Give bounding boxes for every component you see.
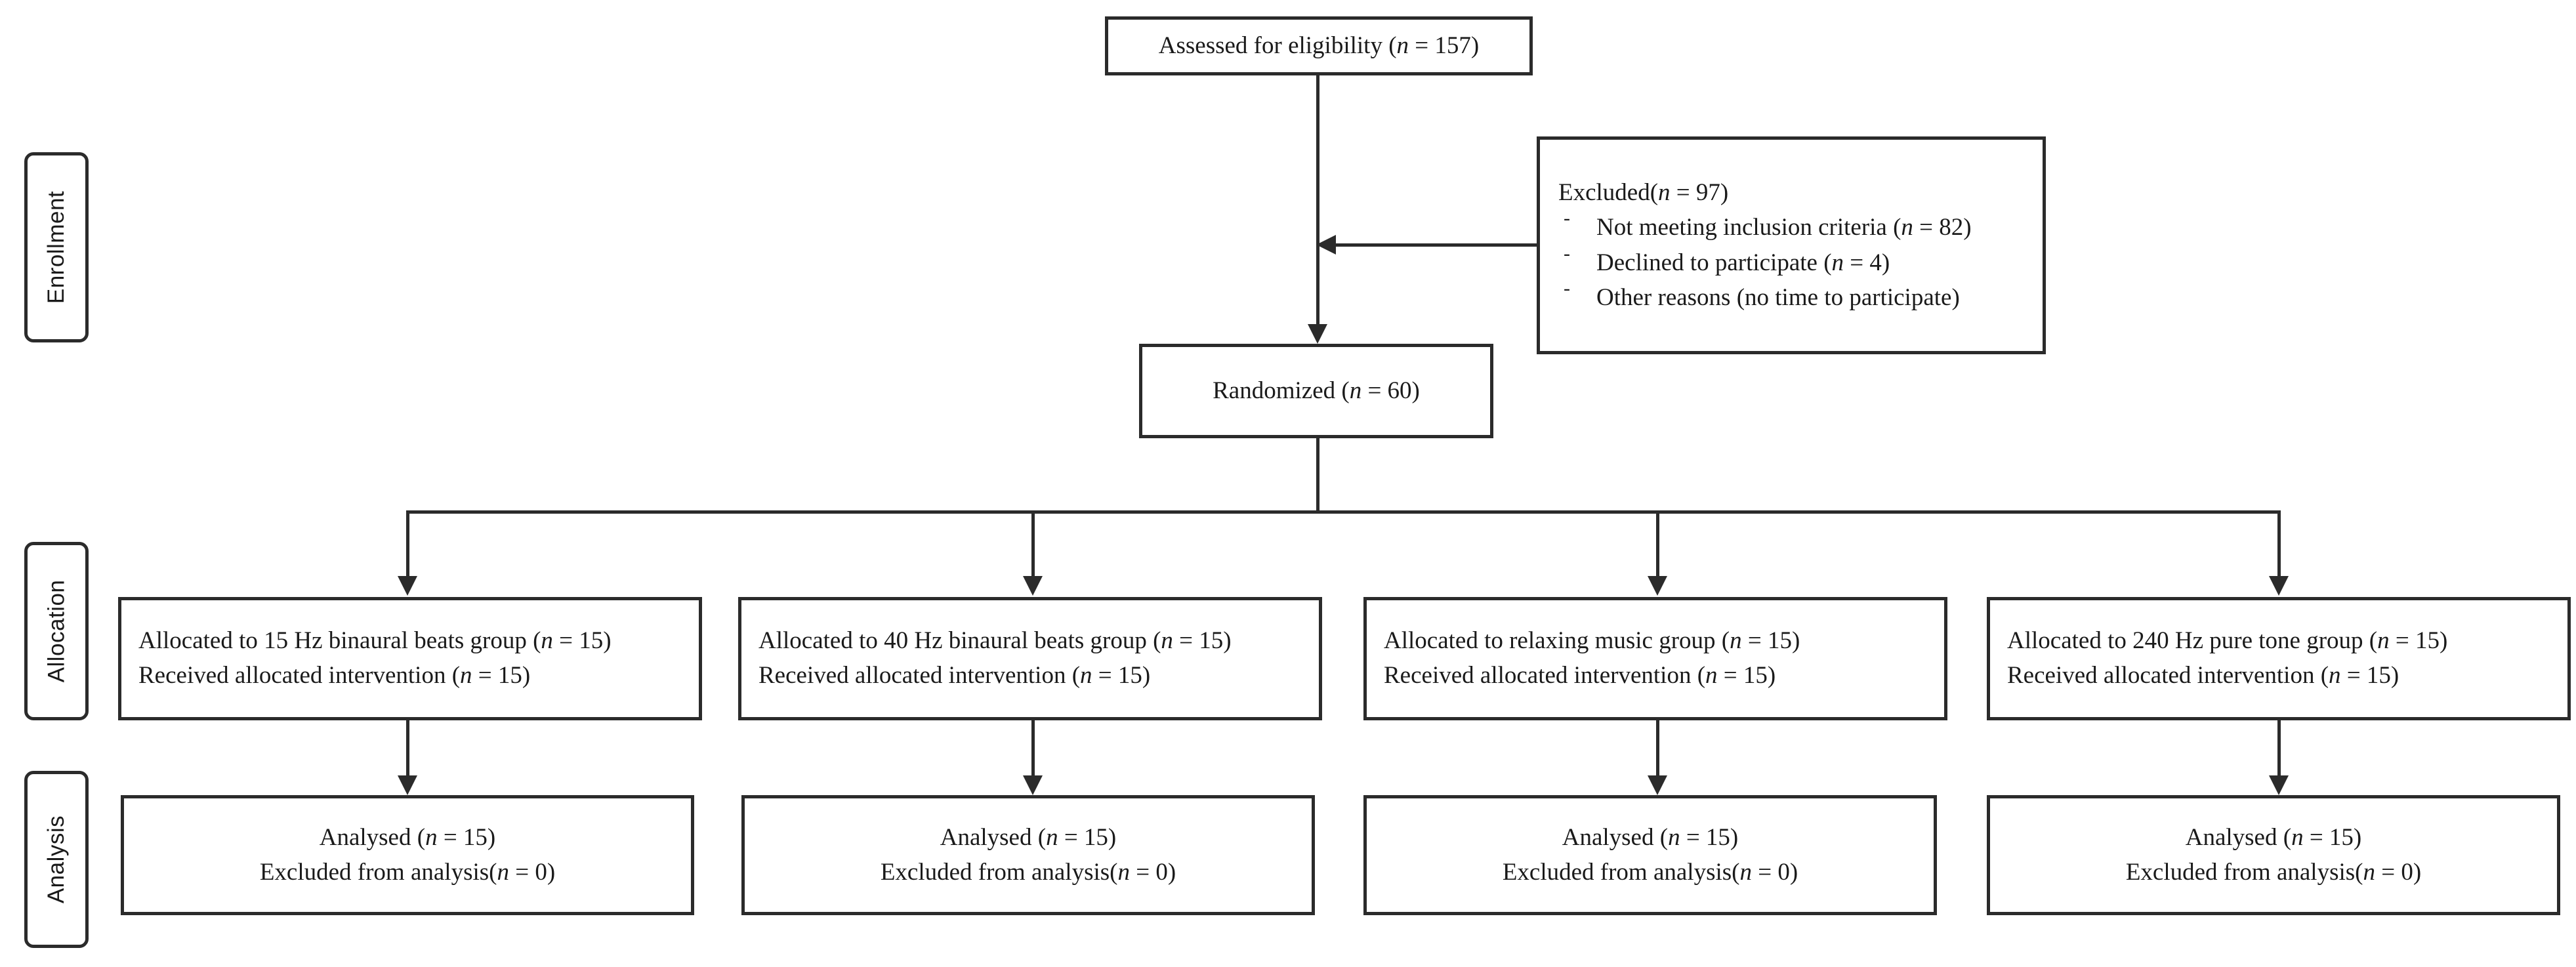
- n-symbol: n: [2377, 627, 2390, 655]
- stage-label-enrollment: Enrollment: [24, 152, 89, 342]
- stage-label-enrollment-text: Enrollment: [43, 190, 70, 304]
- n-symbol: n: [1831, 249, 1844, 276]
- n-symbol: n: [497, 858, 509, 886]
- n-symbol: n: [1349, 377, 1362, 404]
- allocation-line-allocated: Allocated to 15 Hz binaural beats group …: [138, 627, 612, 655]
- n-symbol: n: [1396, 31, 1409, 59]
- box-randomized: Randomized (n = 60): [1139, 344, 1493, 438]
- n-symbol: n: [1668, 823, 1680, 851]
- n-symbol: n: [541, 627, 553, 655]
- analysis-line-excluded: Excluded from analysis(n = 0): [2125, 858, 2422, 886]
- stage-label-analysis: Analysis: [24, 771, 89, 948]
- n-symbol: n: [1901, 214, 1913, 241]
- allocation-line-received: Received allocated intervention (n = 15): [138, 662, 531, 689]
- connector-distributor-to-arm-2: [1031, 510, 1035, 576]
- assessed-line: Assessed for eligibility (n = 157): [1158, 31, 1480, 59]
- box-allocation-arm-1: Allocated to 15 Hz binaural beats group …: [118, 597, 702, 720]
- arrow-excluded-to-spine: [1316, 235, 1336, 255]
- connector-arm-1-to-analysis: [406, 720, 409, 775]
- n-symbol: n: [1046, 823, 1058, 851]
- analysis-line-analysed: Analysed (n = 15): [319, 823, 496, 851]
- arrow-distributor-to-arm-1: [398, 576, 417, 596]
- box-allocation-arm-2: Allocated to 40 Hz binaural beats group …: [738, 597, 1322, 720]
- n-symbol: n: [1730, 627, 1742, 655]
- n-symbol: n: [1161, 627, 1173, 655]
- connector-distributor-to-arm-3: [1656, 510, 1659, 576]
- connector-distributor-to-arm-4: [2277, 510, 2281, 576]
- box-analysis-arm-1: Analysed (n = 15) Excluded from analysis…: [121, 795, 694, 915]
- analysis-line-excluded: Excluded from analysis(n = 0): [259, 858, 556, 886]
- stage-label-analysis-text: Analysis: [43, 815, 70, 904]
- connector-distributor-to-arm-1: [406, 510, 409, 576]
- connector-arm-4-to-analysis: [2277, 720, 2281, 775]
- box-assessed-for-eligibility: Assessed for eligibility (n = 157): [1105, 16, 1533, 75]
- arrow-distributor-to-arm-2: [1023, 576, 1043, 596]
- box-analysis-arm-4: Analysed (n = 15) Excluded from analysis…: [1987, 795, 2560, 915]
- box-excluded: Excluded(n = 97) -Not meeting inclusion …: [1537, 136, 2046, 354]
- allocation-line-allocated: Allocated to 240 Hz pure tone group (n =…: [2007, 627, 2448, 655]
- arrow-arm-2-to-analysis: [1023, 775, 1043, 795]
- allocation-line-received: Received allocated intervention (n = 15): [1384, 662, 1776, 689]
- connector-arm-3-to-analysis: [1656, 720, 1659, 775]
- excluded-title: Excluded(n = 97): [1558, 178, 1729, 206]
- connector-arm-2-to-analysis: [1031, 720, 1035, 775]
- arrow-arm-1-to-analysis: [398, 775, 417, 795]
- analysis-line-excluded: Excluded from analysis(n = 0): [880, 858, 1176, 886]
- box-analysis-arm-3: Analysed (n = 15) Excluded from analysis…: [1363, 795, 1937, 915]
- arrow-distributor-to-arm-3: [1648, 576, 1667, 596]
- connector-assessed-to-randomized: [1316, 75, 1319, 324]
- n-symbol: n: [2291, 823, 2304, 851]
- analysis-line-analysed: Analysed (n = 15): [940, 823, 1117, 851]
- n-symbol: n: [2329, 662, 2341, 689]
- n-symbol: n: [460, 662, 472, 689]
- arrow-distributor-to-arm-4: [2269, 576, 2289, 596]
- allocation-line-allocated: Allocated to 40 Hz binaural beats group …: [758, 627, 1232, 655]
- n-symbol: n: [1117, 858, 1130, 886]
- n-symbol: n: [1739, 858, 1752, 886]
- n-symbol: n: [1080, 662, 1092, 689]
- excluded-reason-list: -Not meeting inclusion criteria (n = 82)…: [1558, 207, 2043, 315]
- excluded-reason-item: -Declined to participate (n = 4): [1564, 242, 1890, 276]
- box-allocation-arm-3: Allocated to relaxing music group (n = 1…: [1363, 597, 1947, 720]
- excluded-reason-item: -Not meeting inclusion criteria (n = 82): [1564, 207, 1972, 241]
- randomized-line: Randomized (n = 60): [1213, 377, 1420, 404]
- bullet-dash-icon: -: [1564, 277, 1570, 299]
- allocation-line-received: Received allocated intervention (n = 15): [758, 662, 1151, 689]
- allocation-line-allocated: Allocated to relaxing music group (n = 1…: [1384, 627, 1800, 655]
- n-symbol: n: [2363, 858, 2375, 886]
- arrow-arm-4-to-analysis: [2269, 775, 2289, 795]
- arrow-assessed-to-randomized: [1308, 324, 1327, 344]
- analysis-line-analysed: Analysed (n = 15): [1562, 823, 1739, 851]
- box-allocation-arm-4: Allocated to 240 Hz pure tone group (n =…: [1987, 597, 2571, 720]
- analysis-line-excluded: Excluded from analysis(n = 0): [1502, 858, 1798, 886]
- analysis-line-analysed: Analysed (n = 15): [2185, 823, 2362, 851]
- excluded-reason-item: -Other reasons (no time to participate): [1564, 277, 1960, 311]
- stage-label-allocation-text: Allocation: [43, 579, 70, 683]
- n-symbol: n: [425, 823, 438, 851]
- bullet-dash-icon: -: [1564, 207, 1570, 230]
- distributor-bar: [406, 510, 2281, 514]
- stage-label-allocation: Allocation: [24, 542, 89, 720]
- box-analysis-arm-2: Analysed (n = 15) Excluded from analysis…: [741, 795, 1315, 915]
- n-symbol: n: [1658, 178, 1671, 206]
- allocation-line-received: Received allocated intervention (n = 15): [2007, 662, 2399, 689]
- n-symbol: n: [1705, 662, 1718, 689]
- arrow-arm-3-to-analysis: [1648, 775, 1667, 795]
- bullet-dash-icon: -: [1564, 242, 1570, 264]
- connector-excluded-to-spine: [1332, 243, 1537, 247]
- connector-randomized-to-distributor: [1316, 438, 1319, 512]
